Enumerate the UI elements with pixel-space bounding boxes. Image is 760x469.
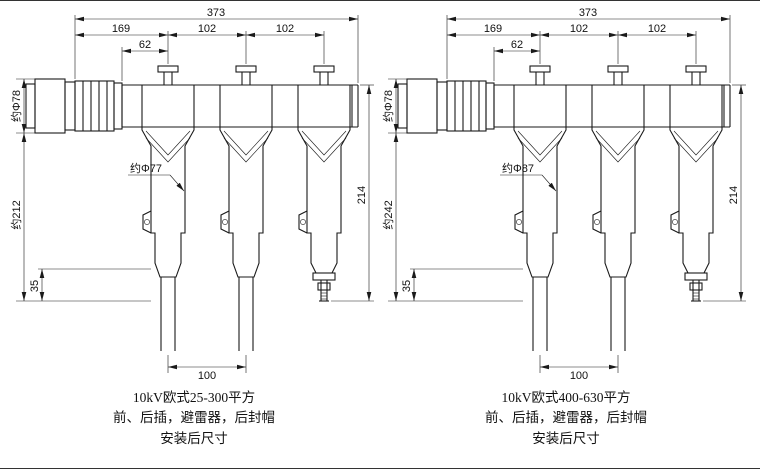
dim-label-right-height: 214 — [356, 186, 368, 204]
dim-label-bushing-dia: 约Φ78 — [382, 90, 395, 122]
caption-left-line1: 10kV欧式25-300平方 — [132, 390, 256, 405]
dim-label-cable-pitch: 100 — [570, 370, 588, 382]
dim-label-bushing-dia: 约Φ78 — [10, 90, 23, 122]
caption-left-line3: 安装后尺寸 — [160, 430, 228, 446]
dim-label-left-height: 约242 — [382, 200, 395, 229]
dim-label-pitch2: 102 — [276, 23, 294, 35]
surge-arrester — [669, 65, 723, 302]
drawing-left: 373 169 102 102 62 约Φ78 约212 约Φ77 214 35… — [8, 5, 380, 468]
dim-label-pitch1: 102 — [570, 23, 588, 35]
dim-label-body-dia: 约Φ77 — [130, 162, 162, 175]
rear-plug-connector — [591, 65, 645, 351]
dim-label-left-span: 169 — [484, 23, 502, 35]
drawing-right: 373 169 102 102 62 约Φ78 约242 约Φ87 214 35… — [380, 5, 752, 468]
dim-label-left-span: 169 — [112, 23, 130, 35]
caption-right-line2: 前、后插，避雷器，后封帽 — [485, 410, 647, 426]
front-plug-connector — [513, 65, 567, 351]
dim-label-tube-to-first: 62 — [511, 39, 523, 51]
dim-label-right-height: 214 — [728, 186, 740, 204]
caption-left-line2: 前、后插，避雷器，后封帽 — [113, 410, 275, 426]
dim-label-total: 373 — [579, 7, 597, 19]
dim-label-left-height: 约212 — [10, 200, 23, 229]
rear-plug-connector — [219, 65, 273, 351]
dim-label-cable-pitch: 100 — [198, 370, 216, 382]
surge-arrester — [297, 65, 351, 302]
dim-label-pitch1: 102 — [198, 23, 216, 35]
bushing-and-coupling — [25, 78, 123, 134]
dim-label-tube-to-first: 62 — [139, 39, 151, 51]
front-plug-connector — [141, 65, 195, 351]
drawing-right-canvas: 373 169 102 102 62 约Φ78 约242 约Φ87 214 35… — [382, 7, 746, 382]
caption-left: 10kV欧式25-300平方 前、后插，避雷器，后封帽 安装后尺寸 — [113, 388, 275, 449]
dim-label-boot-len: 35 — [29, 280, 41, 292]
dim-label-body-dia: 约Φ87 — [502, 162, 534, 175]
bushing-and-coupling — [397, 78, 495, 134]
dim-label-pitch2: 102 — [648, 23, 666, 35]
dim-label-boot-len: 35 — [401, 280, 413, 292]
main-tube — [121, 84, 359, 128]
caption-right-line1: 10kV欧式400-630平方 — [501, 390, 631, 405]
dimensions: 373 169 102 102 62 约Φ78 约212 约Φ77 214 35… — [10, 7, 374, 382]
dim-label-total: 373 — [207, 7, 225, 19]
main-tube — [493, 84, 731, 128]
caption-right-line3: 安装后尺寸 — [532, 430, 600, 446]
dimensions: 373 169 102 102 62 约Φ78 约242 约Φ87 214 35… — [382, 7, 746, 382]
drawing-left-canvas: 373 169 102 102 62 约Φ78 约212 约Φ77 214 35… — [10, 7, 374, 382]
caption-right: 10kV欧式400-630平方 前、后插，避雷器，后封帽 安装后尺寸 — [485, 388, 647, 449]
